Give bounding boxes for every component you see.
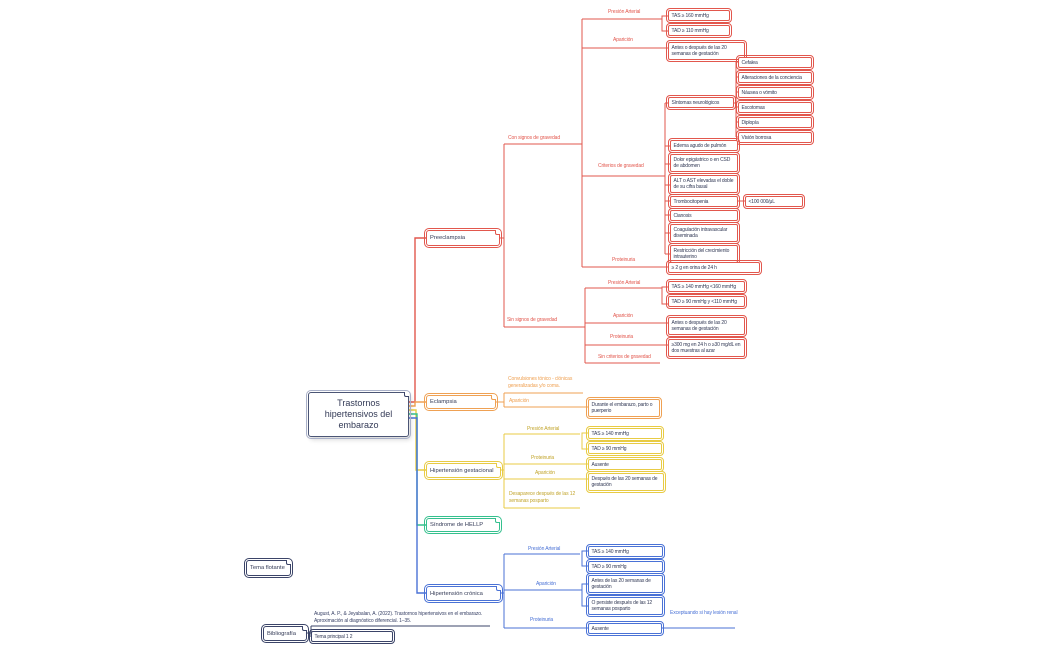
label-proteinuria-leve[interactable]: Proteinuria (610, 334, 634, 340)
box-trombocitopenia[interactable]: Trombocitopenia (668, 193, 740, 210)
box-tad-severa[interactable]: TAD ≥ 110 mmHg (666, 22, 732, 39)
box-proteinuria-gestacional[interactable]: Ausente (586, 456, 664, 473)
box-tas-severa[interactable]: TAS ≥ 160 mmHg (666, 7, 732, 24)
label-presion-arterial-leve[interactable]: Presión Arterial (608, 280, 641, 286)
box-dolor-epigastrico[interactable]: Dolor epigástrico o en CSD de abdomen (668, 152, 740, 174)
box-tad-cronica[interactable]: TAD ≥ 90 mmHg (586, 558, 665, 575)
label-sin-criterios-gravedad[interactable]: Sin criterios de gravedad (598, 354, 651, 360)
box-proteinuria-severa[interactable]: ≥ 2 g en orina de 24 h (666, 259, 762, 276)
label-convulsiones[interactable]: Convulsiones tónico - clónicas generaliz… (508, 376, 573, 389)
label-desaparece-posparto[interactable]: Desaparece después de las 12 semanas pos… (509, 491, 576, 504)
box-tas-leve[interactable]: TAS ≥ 140 mmHg <160 mmHg (666, 278, 747, 295)
box-cefalea[interactable]: Cefalea (736, 54, 814, 71)
label-aparicion-eclampsia[interactable]: Aparición (509, 398, 529, 404)
label-cita-bibliografica[interactable]: August, A. P., & Jeyabalan, A. (2022). T… (314, 611, 483, 624)
label-excepcion-lesion-renal[interactable]: Exceptuando si hay lesión renal (670, 610, 738, 616)
box-aparicion-leve[interactable]: Antes o después de las 20 semanas de ges… (666, 315, 747, 337)
label-sin-signos-gravedad[interactable]: Sin signos de gravedad (507, 317, 558, 323)
topic-sindrome-hellp[interactable]: Síndrome de HELLP (424, 516, 502, 534)
label-aparicion-gestacional[interactable]: Aparición (535, 470, 555, 476)
topic-hipertension-cronica[interactable]: Hipertensión crónica (424, 584, 503, 603)
box-plaquetas-valor[interactable]: <100 000/μL (743, 193, 805, 210)
box-aparicion-severa[interactable]: Antes o después de las 20 semanas de ges… (666, 40, 747, 62)
box-aparicion-eclampsia[interactable]: Durante el embarazo, parto o puerperio (586, 397, 662, 419)
label-criterios-gravedad[interactable]: Criterios de gravedad (598, 163, 644, 169)
label-aparicion-cronica[interactable]: Aparición (536, 581, 556, 587)
box-nausea-vomito[interactable]: Náusea o vómito (736, 84, 814, 101)
label-presion-arterial-gestacional[interactable]: Presión Arterial (527, 426, 560, 432)
label-con-signos-gravedad[interactable]: Con signos de gravedad (508, 135, 561, 141)
box-tad-gestacional[interactable]: TAD ≥ 90 mmHg (586, 440, 664, 457)
topic-hipertension-gestacional[interactable]: Hipertensión gestacional (424, 461, 503, 480)
box-tas-cronica[interactable]: TAS ≥ 140 mmHg (586, 543, 665, 560)
box-alteraciones-conciencia[interactable]: Alteraciones de la conciencia (736, 69, 814, 86)
topic-tema-flotante[interactable]: Tema flotante (244, 558, 293, 578)
box-restriccion-crecimiento[interactable]: Restricción del crecimiento intrauterino (668, 243, 740, 265)
box-diplopia[interactable]: Diplopía (736, 114, 814, 131)
box-tema-principal[interactable]: Tema principal 1 2 (309, 628, 395, 645)
topic-eclampsia[interactable]: Eclampsia (424, 393, 498, 411)
box-cianosis[interactable]: Cianosis (668, 207, 740, 224)
box-tad-leve[interactable]: TAD ≥ 90 mmHg y <110 mmHg (666, 293, 747, 310)
box-alt-ast[interactable]: ALT o AST elevadas el doble de su cifra … (668, 173, 740, 195)
topic-bibliografia[interactable]: Bibliografía (261, 624, 309, 643)
root-topic[interactable]: Trastornos hipertensivos del embarazo (306, 390, 411, 439)
topic-preeclampsia[interactable]: Preeclampsia (424, 228, 502, 248)
box-proteinuria-cronica[interactable]: Ausente (586, 620, 664, 637)
label-presion-arterial-severa[interactable]: Presión Arterial (608, 9, 641, 15)
box-aparicion-cronica-antes[interactable]: Antes de las 20 semanas de gestación (586, 573, 665, 595)
label-presion-arterial-cronica[interactable]: Presión Arterial (528, 546, 561, 552)
box-proteinuria-leve[interactable]: ≥300 mg en 24 h o ≥30 mg/dL en dos muest… (666, 337, 747, 359)
box-aparicion-gestacional[interactable]: Después de las 20 semanas de gestación (586, 471, 666, 493)
box-vision-borrosa[interactable]: Visión borrosa (736, 129, 814, 146)
label-proteinuria-severa[interactable]: Proteinuria (612, 257, 636, 263)
label-proteinuria-gestacional[interactable]: Proteinuria (531, 455, 555, 461)
box-edema-pulmon[interactable]: Edema agudo de pulmón (668, 137, 740, 154)
box-escotomas[interactable]: Escotomas (736, 99, 814, 116)
box-aparicion-cronica-persiste[interactable]: O persiste después de las 12 semanas pos… (586, 595, 665, 617)
label-aparicion-leve[interactable]: Aparición (613, 313, 633, 319)
box-tas-gestacional[interactable]: TAS ≥ 140 mmHg (586, 425, 664, 442)
box-sintomas-neurologicos[interactable]: Síntomas neurológicos (666, 94, 736, 111)
box-coagulacion-intravascular[interactable]: Coagulación intravascular diseminada (668, 222, 740, 244)
label-aparicion-severa[interactable]: Aparición (613, 37, 633, 43)
label-proteinuria-cronica[interactable]: Proteinuria (530, 617, 554, 623)
